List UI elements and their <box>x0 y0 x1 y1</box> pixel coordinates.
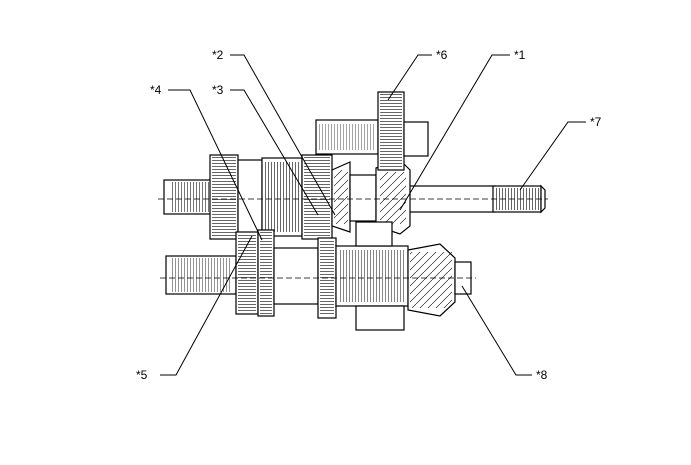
leader-line-3 <box>230 89 319 216</box>
callout-label-3: *3 <box>212 83 224 97</box>
lower-gear-2-teeth <box>260 232 272 314</box>
callout-label-1: *1 <box>514 48 526 62</box>
leader-line-1 <box>399 54 510 211</box>
leader-lines <box>160 54 586 376</box>
top-shaft-assembly <box>315 91 429 171</box>
callout-label-8: *8 <box>536 368 548 382</box>
leader-line-4 <box>168 89 263 241</box>
leader-line-8 <box>461 285 532 376</box>
input-shaft-spline <box>170 182 210 212</box>
lower-helical-teeth <box>410 252 452 308</box>
upper-gear-1-teeth <box>212 157 236 237</box>
shift-fork-lower <box>355 305 405 331</box>
counter-shaft-left-spline <box>172 258 230 292</box>
top-shaft-right <box>403 121 429 157</box>
leader-line-6 <box>387 54 432 101</box>
upper-gear-3-teeth <box>304 157 330 237</box>
callout-label-4: *4 <box>150 83 162 97</box>
leader-line-7 <box>519 121 586 191</box>
helical-gear-a-teeth <box>334 170 348 224</box>
shaft-collar <box>349 174 377 222</box>
callout-labels: *1 *2 *3 *4 *5 *6 *7 *8 <box>136 48 602 382</box>
upper-synchro-teeth <box>265 162 299 232</box>
lower-shaft-assembly <box>160 221 476 331</box>
callout-label-7: *7 <box>590 115 602 129</box>
upper-shaft-assembly <box>158 154 548 240</box>
lower-shaft-mid <box>273 247 319 305</box>
upper-gear-2 <box>237 159 263 235</box>
lower-synchro-teeth <box>340 250 404 302</box>
top-gear-6-teeth <box>380 94 402 168</box>
leader-line-5 <box>160 235 253 376</box>
helical-gear-b-teeth <box>380 172 406 224</box>
output-spline-teeth <box>495 188 539 210</box>
callout-label-2: *2 <box>212 48 224 62</box>
top-shaft-spline <box>318 124 376 150</box>
callout-label-6: *6 <box>436 48 448 62</box>
callout-label-5: *5 <box>136 368 148 382</box>
shift-fork-upper <box>355 221 393 247</box>
shaft-end-cap <box>540 184 546 214</box>
leader-line-2 <box>230 54 336 216</box>
